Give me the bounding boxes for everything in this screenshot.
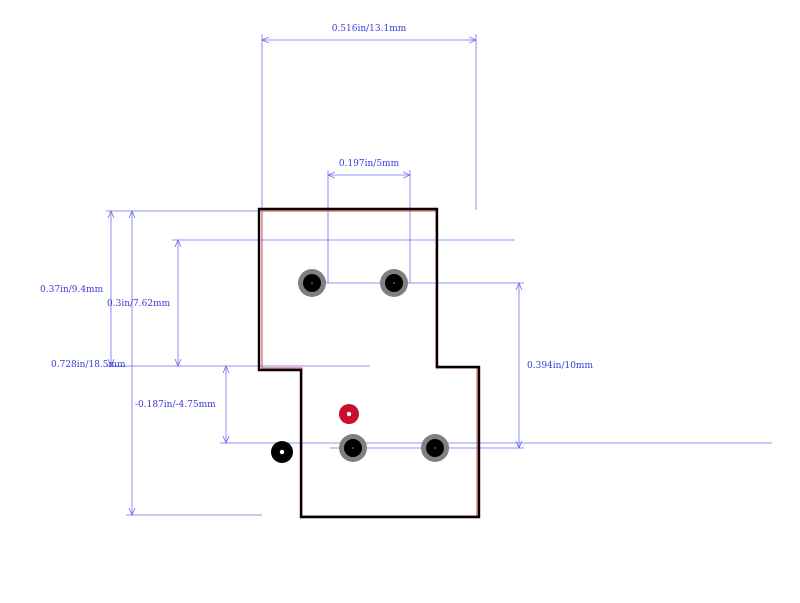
dimension-label-height-upper: 0.37in/9.4mm: [40, 285, 104, 295]
dimension-label-row-spacing: 0.394in/10mm: [527, 361, 593, 371]
pad-4: [421, 434, 449, 462]
pad-3: [339, 434, 367, 462]
dimension-pin-pitch: 0.197in/5mm: [328, 159, 410, 283]
dimension-label-offset: -0.187in/-4.75mm: [135, 400, 216, 410]
dimension-overall-height: 0.728in/18.5mm: [51, 211, 262, 515]
dimension-overall-width: 0.516in/13.1mm: [262, 24, 476, 210]
component-outline: [257, 207, 481, 519]
dimension-label-overall-width: 0.516in/13.1mm: [332, 24, 407, 34]
origin-marker: [271, 441, 293, 463]
dimension-offset: -0.187in/-4.75mm: [135, 366, 772, 443]
pad-1: [298, 269, 326, 297]
dimension-label-pin-pitch: 0.197in/5mm: [339, 159, 400, 169]
dimension-label-overall-height: 0.728in/18.5mm: [51, 360, 126, 370]
pin1-marker: [339, 404, 359, 424]
pad-2: [380, 269, 408, 297]
silkscreen-outline: [261, 210, 478, 517]
dimension-label-height-lower: 0.3in/7.62mm: [107, 299, 171, 309]
dimension-row-spacing: 0.394in/10mm: [312, 283, 593, 448]
dimension-height-lower: 0.3in/7.62mm: [107, 240, 515, 366]
